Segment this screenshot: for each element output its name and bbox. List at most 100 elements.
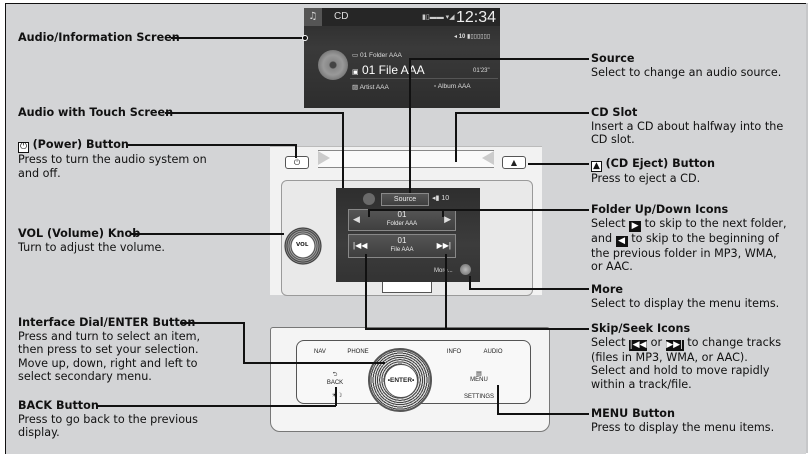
callout-desc: Select to change an audio source. <box>591 65 782 79</box>
callout-desc: or AAC. <box>591 260 633 274</box>
callout-desc: (files in MP3, WMA, or AAC). <box>591 350 748 364</box>
leader-line <box>365 328 589 330</box>
folder-down-icon[interactable]: ◀ <box>353 214 360 224</box>
callout-desc: Turn to adjust the volume. <box>18 240 165 254</box>
source-button[interactable]: Source <box>381 193 429 206</box>
callout-title: Audio with Touch Screen <box>18 106 174 119</box>
nav-button[interactable]: NAV <box>314 349 326 355</box>
leader-line <box>180 322 244 324</box>
slot-left-guide <box>318 151 330 165</box>
more-icon[interactable] <box>460 264 471 275</box>
callout-cd-slot: CD Slot Insert a CD about halfway into t… <box>591 106 783 147</box>
callout-title: More <box>591 283 623 296</box>
callout-audio-information-screen: Audio/Information Screen <box>18 31 180 45</box>
day-night-button[interactable]: ☀☽ <box>331 393 343 399</box>
power-icon: ⏻ <box>18 142 29 153</box>
cd-eject-button[interactable]: ▲ <box>502 156 526 169</box>
callout-title: MENU Button <box>591 407 675 420</box>
page-edge <box>806 3 808 453</box>
leader-dot <box>302 35 308 41</box>
callout-desc: Select |◀◀ or ▶▶| to change tracks <box>591 336 781 351</box>
desc-text: to skip to the beginning of <box>631 231 779 245</box>
callout-power-button: ⏻ (Power) Button Press to turn the audio… <box>18 138 207 180</box>
folder-up-icon[interactable]: ▶ <box>444 214 451 224</box>
callout-interface-dial: Interface Dial/ENTER Button Press and tu… <box>18 316 200 384</box>
desc-text: Select <box>591 335 626 349</box>
more-button[interactable]: More... <box>434 268 453 274</box>
cd-disc-icon <box>318 50 348 80</box>
callout-desc: Press to display the menu items. <box>591 420 775 434</box>
touch-file-name: File AAA <box>390 247 414 253</box>
phone-button[interactable]: PHONE <box>347 349 369 355</box>
touch-folder-name: Folder AAA <box>386 221 418 227</box>
folder-up-icon: ▶ <box>629 220 642 232</box>
callout-desc: Move up, down, right and left to <box>18 356 198 370</box>
leader-line <box>409 58 589 60</box>
desc-text: or <box>650 335 663 349</box>
leader-line <box>409 58 411 193</box>
screen-top-bar <box>304 8 500 26</box>
power-button[interactable]: ⏻ <box>285 156 309 169</box>
leader-line <box>455 112 589 114</box>
audio-button[interactable]: AUDIO <box>483 349 503 355</box>
leader-line <box>335 387 337 406</box>
folder-panel: 01 Folder AAA ◀ ▶ <box>348 209 456 231</box>
leader-line <box>165 112 343 114</box>
leader-line <box>243 362 385 364</box>
enter-button[interactable]: •ENTER• <box>384 364 418 398</box>
elapsed-time: 01'23" <box>473 68 490 74</box>
vol-knob[interactable] <box>284 227 322 265</box>
desc-text: to change tracks <box>687 335 782 349</box>
menu-icon: ▤ <box>476 371 482 377</box>
home-icon[interactable] <box>363 193 375 205</box>
skip-back-icon[interactable]: |◀◀ <box>353 241 368 250</box>
callout-title: VOL (Volume) Knob <box>18 227 141 240</box>
leader-line <box>497 385 499 414</box>
callout-title: Folder Up/Down Icons <box>591 203 729 216</box>
leader-line <box>497 413 589 415</box>
callout-desc: the previous folder in MP3, WMA, <box>591 246 777 260</box>
folder-row: ▭ 01 Folder AAA <box>352 52 402 59</box>
settings-button[interactable]: SETTINGS <box>463 394 494 400</box>
callout-desc: Press to eject a CD. <box>591 172 701 185</box>
album-name: Album AAA <box>437 83 471 90</box>
skip-forward-icon[interactable]: ▶▶| <box>436 241 451 250</box>
volume-indicator: ◂ 10 ▮▯▯▯▯▯▯ <box>454 34 491 40</box>
back-label: BACK <box>326 380 344 386</box>
callout-desc: Insert a CD about halfway into the <box>591 119 784 133</box>
skip-back-icon: |◀◀ <box>629 339 648 351</box>
leader-line <box>368 209 370 217</box>
eject-icon: ▲ <box>591 161 602 172</box>
divider <box>350 78 498 79</box>
audio-touch-screen: Source ◂▮ 10 01 Folder AAA ◀ ▶ 01 File A… <box>336 188 480 282</box>
folder-down-icon: ◀ <box>615 235 628 247</box>
file-row: ▣ 01 File AAA <box>352 63 425 77</box>
info-button[interactable]: INFO <box>446 349 462 355</box>
slot-right-guide <box>482 151 494 165</box>
back-button[interactable]: ⮌BACK <box>318 370 352 386</box>
leader-line <box>442 209 444 217</box>
callout-title: (CD Eject) Button <box>605 157 715 170</box>
leader-line <box>469 276 471 289</box>
callout-menu-button: MENU Button Press to display the menu it… <box>591 407 774 434</box>
leader-line <box>295 144 297 158</box>
callout-title: CD Slot <box>591 106 638 119</box>
callout-cd-eject: ▲ (CD Eject) Button Press to eject a CD. <box>591 157 715 186</box>
leader-line <box>368 209 589 211</box>
callout-desc: Select ▶ to skip to the next folder, <box>591 217 787 232</box>
power-icon: ⏻ <box>293 158 301 167</box>
desc-text: and <box>591 231 613 245</box>
cd-slot[interactable] <box>318 150 494 168</box>
leader-line <box>455 112 457 162</box>
leader-line <box>445 254 447 329</box>
leader-line <box>130 233 284 235</box>
clock: 12:34 <box>456 9 497 26</box>
leader-line <box>528 163 589 165</box>
screen-stand <box>382 282 432 293</box>
callout-desc: Press to turn the audio system on <box>18 153 207 166</box>
artist-row: ▨ Artist AAA <box>352 84 389 91</box>
menu-button[interactable]: ▤MENU <box>462 370 496 383</box>
callout-desc: display. <box>18 426 60 440</box>
volume-level: 10 <box>458 34 466 40</box>
leader-line <box>243 322 245 363</box>
